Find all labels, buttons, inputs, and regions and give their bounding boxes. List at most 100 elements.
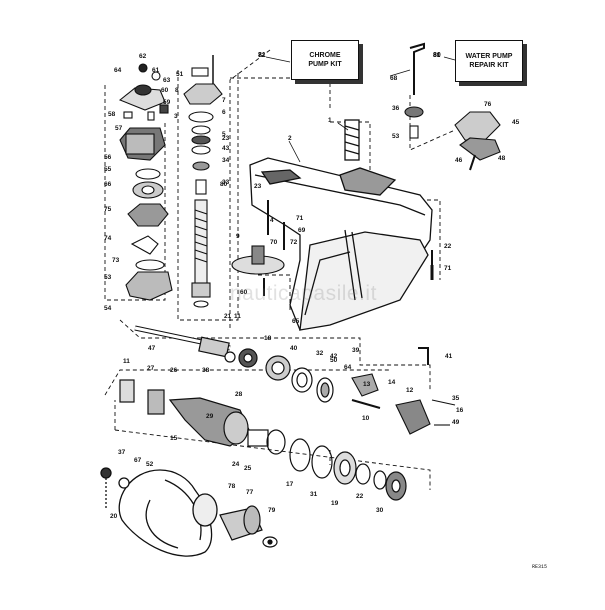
callout-number: 78 <box>228 483 236 490</box>
callout-number: 59 <box>163 99 171 106</box>
callout-number: 38 <box>202 367 210 374</box>
callout-number: 41 <box>445 353 453 360</box>
callout-number: 46 <box>455 157 463 164</box>
callout-number: 27 <box>147 365 155 372</box>
callout-number: 36 <box>392 105 400 112</box>
callout-number: 72 <box>290 239 298 246</box>
callout-number: 26 <box>170 367 178 374</box>
water-pump-assembly <box>118 63 173 301</box>
callout-number: 77 <box>246 489 254 496</box>
callout-number: 34 <box>222 157 230 164</box>
leader-lines <box>265 56 456 163</box>
water-pump-kit-number: 80 <box>433 52 441 59</box>
chrome-pump-kit-box: CHROME PUMP KIT <box>291 40 359 80</box>
callout-number: 40 <box>290 345 298 352</box>
callout-number: 60 <box>240 289 248 296</box>
chrome-pump-kit-line2: PUMP KIT <box>308 61 342 68</box>
callout-number: 10 <box>362 415 370 422</box>
callout-number: 75 <box>104 206 112 213</box>
right-pump-parts <box>404 42 501 171</box>
callout-number: 32 <box>316 350 324 357</box>
callout-number: 17 <box>286 481 294 488</box>
callout-number: 62 <box>139 53 147 60</box>
callout-number: 16 <box>456 407 464 414</box>
callout-number: 33 <box>222 179 230 186</box>
callout-number: 20 <box>110 513 118 520</box>
callout-number: 29 <box>206 413 214 420</box>
callout-number: 28 <box>235 391 243 398</box>
water-pump-kit-box: WATER PUMP REPAIR KIT <box>455 40 523 82</box>
callout-number: 8 <box>175 87 179 94</box>
callout-number: 21 <box>224 313 232 320</box>
callout-number: 23 <box>254 183 262 190</box>
callout-number: 71 <box>444 265 452 272</box>
callout-number: 9 <box>236 233 240 240</box>
water-pump-kit-line1: WATER PUMP <box>465 53 513 60</box>
callout-number: 57 <box>115 125 123 132</box>
callout-number: 61 <box>152 67 160 74</box>
callout-number: 19 <box>331 500 339 507</box>
propeller-shaft-assembly <box>119 325 407 501</box>
callout-number: 24 <box>232 461 240 468</box>
callout-number: 60 <box>161 87 169 94</box>
callout-number: 14 <box>388 379 396 386</box>
callout-number: 72 <box>258 52 266 59</box>
callout-number: 54 <box>104 305 112 312</box>
drive-shaft-assembly <box>183 55 223 308</box>
callout-number: 52 <box>146 461 154 468</box>
drawing-code: RE315 <box>532 564 548 570</box>
callout-number: 74 <box>104 235 112 242</box>
watermark: nauticapasile.it <box>230 282 377 305</box>
callout-number: 50 <box>330 357 338 364</box>
callout-number: 56 <box>104 154 112 161</box>
callout-number: 63 <box>163 77 171 84</box>
callout-number: 79 <box>268 507 276 514</box>
callout-number: 68 <box>390 75 398 82</box>
callout-number: 81 <box>433 52 441 59</box>
callout-number: 69 <box>298 227 306 234</box>
callout-number: 43 <box>222 145 230 152</box>
callout-number: 66 <box>104 181 112 188</box>
callout-number: 70 <box>270 239 278 246</box>
callout-number: 11 <box>234 313 241 320</box>
callout-number: 45 <box>512 119 520 126</box>
callout-number: 48 <box>498 155 506 162</box>
callout-number: 64 <box>344 364 352 371</box>
callout-number: 80 <box>220 181 228 188</box>
callout-number: 7 <box>222 97 226 104</box>
callout-number: 76 <box>484 101 492 108</box>
callout-number: 53 <box>104 274 112 281</box>
thrust-hub-parts <box>219 505 278 548</box>
callout-number: 13 <box>363 381 371 388</box>
callout-number: 55 <box>104 166 112 173</box>
callout-number: 58 <box>108 111 116 118</box>
callout-number: 51 <box>176 71 184 78</box>
callout-number: 30 <box>376 507 384 514</box>
callout-number: 73 <box>112 257 120 264</box>
chrome-pump-kit-line1: CHROME <box>309 52 341 59</box>
callout-number: 64 <box>114 67 122 74</box>
callout-number: 39 <box>352 347 360 354</box>
callout-number: 47 <box>148 345 156 352</box>
callout-number: 65 <box>292 318 300 325</box>
callout-number: 1 <box>328 117 332 124</box>
callout-number: 67 <box>134 457 142 464</box>
callout-number: 15 <box>170 435 178 442</box>
callout-number: 25 <box>244 465 252 472</box>
callout-number: 18 <box>264 335 272 342</box>
callout-number: 3 <box>174 113 178 120</box>
callout-number: 12 <box>406 387 414 394</box>
callout-number: 31 <box>310 491 318 498</box>
callout-number: 22 <box>356 493 364 500</box>
callout-number: 22 <box>444 243 452 250</box>
callout-number: 2 <box>288 135 292 142</box>
callout-number: 5 <box>222 131 226 138</box>
callout-number: 37 <box>118 449 126 456</box>
shift-cam-parts <box>351 347 456 435</box>
chrome-pump-kit-number: 81 <box>258 52 266 59</box>
callout-number: 6 <box>222 109 226 116</box>
gear-housing <box>249 119 433 331</box>
callout-numbers: 6261646360595857565566757473535451786354… <box>104 52 520 520</box>
callout-number: 71 <box>296 215 304 222</box>
